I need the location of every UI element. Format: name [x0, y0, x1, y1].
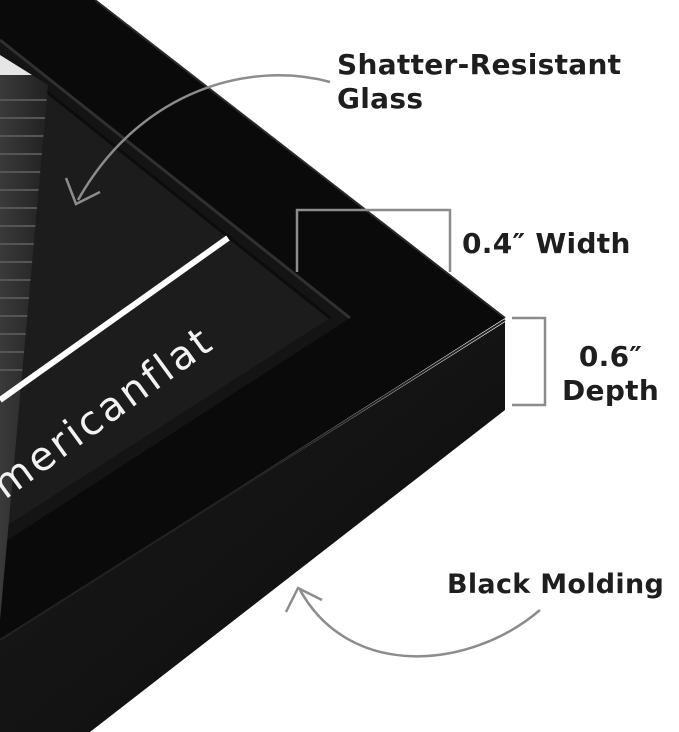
depth-bracket — [512, 316, 547, 407]
glass-edge — [0, 38, 351, 320]
molding-arrow-line — [298, 589, 541, 658]
glass-arrow-line — [76, 74, 331, 201]
molding-front-edge — [0, 319, 506, 641]
molding-callout: Black Molding — [447, 569, 665, 600]
molding-edge-highlight — [94, 0, 506, 319]
glass-arrow-head-icon — [64, 177, 101, 206]
mat-bevel — [41, 86, 331, 320]
print-white-stripe — [0, 235, 230, 403]
molding-arrow-head-icon — [284, 586, 323, 613]
depth-callout-line2: Depth — [562, 374, 660, 407]
glass-callout-line2: Glass — [337, 82, 424, 115]
frame-side-face — [0, 322, 505, 732]
glass-callout-line1: Shatter-Resistant — [337, 48, 622, 81]
width-bracket — [295, 208, 452, 272]
depth-callout-line1: 0.6″ — [578, 340, 643, 373]
depth-callout: 0.6″ Depth — [562, 340, 659, 408]
width-callout: 0.4″ Width — [462, 227, 631, 260]
glass-callout: Shatter-Resistant Glass — [337, 48, 621, 116]
mat-board — [0, 62, 330, 530]
